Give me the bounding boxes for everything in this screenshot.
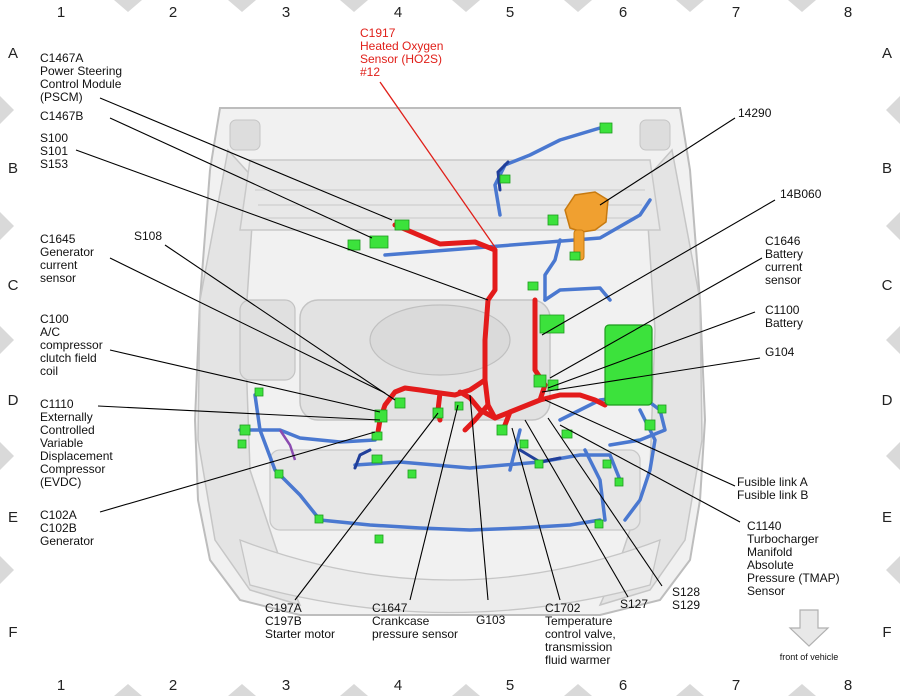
column-labels-bottom: 1 2 3 4 5 6 7 8 xyxy=(57,677,852,694)
label-c1645: C1645 Generator current sensor xyxy=(40,232,97,285)
vehicle-shock-tower-left xyxy=(229,119,261,151)
row-label: A xyxy=(8,45,18,62)
col-label: 2 xyxy=(169,4,177,21)
col-label: 4 xyxy=(394,677,402,694)
col-label: 2 xyxy=(169,677,177,694)
label-c197: C197A C197B Starter motor xyxy=(265,601,335,641)
down-arrow-icon xyxy=(788,609,830,647)
vehicle-shock-tower-right xyxy=(639,119,671,151)
orange-sensor-14290 xyxy=(564,191,609,261)
label-c102: C102A C102B Generator xyxy=(40,508,94,548)
leader-lines xyxy=(75,81,776,601)
secondary-harness-purple xyxy=(278,429,297,461)
col-label: 6 xyxy=(619,4,627,21)
row-label: F xyxy=(8,624,17,641)
connectors xyxy=(237,122,667,544)
row-label: B xyxy=(8,160,18,177)
row-label: F xyxy=(882,624,891,641)
row-label: D xyxy=(882,392,893,409)
label-c1647: C1647 Crankcase pressure sensor xyxy=(372,601,458,641)
row-label: E xyxy=(882,509,892,526)
row-labels-left: A B C D E F xyxy=(8,45,19,641)
vehicle-fender-right xyxy=(598,148,703,607)
row-label: C xyxy=(8,277,19,294)
col-label: 6 xyxy=(619,677,627,694)
label-c1646: C1646 Battery current sensor xyxy=(765,234,806,287)
label-14b060: 14B060 xyxy=(780,187,822,201)
battery xyxy=(604,324,653,406)
leader-red xyxy=(379,81,498,251)
row-label: E xyxy=(8,509,18,526)
label-c1702: C1702 Temperature control valve, transmi… xyxy=(545,601,619,667)
label-s128: S128 S129 xyxy=(672,585,703,612)
vehicle-airbox xyxy=(239,299,296,381)
label-g104: G104 xyxy=(765,345,795,359)
col-label: 8 xyxy=(844,4,852,21)
label-g103: G103 xyxy=(476,613,506,627)
label-c1917: C1917 Heated Oxygen Sensor (HO2S) #12 xyxy=(360,26,447,79)
row-label: C xyxy=(882,277,893,294)
label-fusible-links: Fusible link A Fusible link B xyxy=(737,475,810,502)
label-s108: S108 xyxy=(134,229,162,243)
front-of-vehicle-label: front of vehicle xyxy=(780,652,839,662)
col-label: 7 xyxy=(732,677,740,694)
col-label: 4 xyxy=(394,4,402,21)
vehicle-engine-cover xyxy=(369,304,511,376)
row-label: D xyxy=(8,392,19,409)
col-label: 5 xyxy=(506,4,514,21)
row-label: A xyxy=(882,45,892,62)
front-of-vehicle-indicator: front of vehicle xyxy=(780,609,839,662)
label-s127: S127 xyxy=(620,597,648,611)
label-c1100: C1100 Battery xyxy=(765,303,803,330)
label-c1467a: C1467A Power Steering Control Module (PS… xyxy=(40,51,125,104)
label-c1110: C1110 Externally Controlled Variable Dis… xyxy=(40,397,116,489)
column-labels-top: 1 2 3 4 5 6 7 8 xyxy=(57,4,852,21)
row-labels-right: A B C D E F xyxy=(882,45,893,641)
col-label: 1 xyxy=(57,677,65,694)
col-label: 8 xyxy=(844,677,852,694)
label-14290: 14290 xyxy=(738,106,772,120)
vehicle-fender-left xyxy=(197,148,302,607)
label-c1467b: C1467B xyxy=(40,109,83,123)
label-c1140: C1140 Turbocharger Manifold Absolute Pre… xyxy=(747,519,843,598)
col-label: 5 xyxy=(506,677,514,694)
col-label: 7 xyxy=(732,4,740,21)
vehicle-bumper xyxy=(239,538,661,614)
col-label: 3 xyxy=(282,4,290,21)
col-label: 1 xyxy=(57,4,65,21)
main-harness xyxy=(375,222,608,435)
label-c100: C100 A/C compressor clutch field coil xyxy=(40,312,106,378)
label-s100: S100 S101 S153 xyxy=(40,131,71,171)
vehicle-radiator xyxy=(269,449,641,531)
col-label: 3 xyxy=(282,677,290,694)
row-label: B xyxy=(882,160,892,177)
